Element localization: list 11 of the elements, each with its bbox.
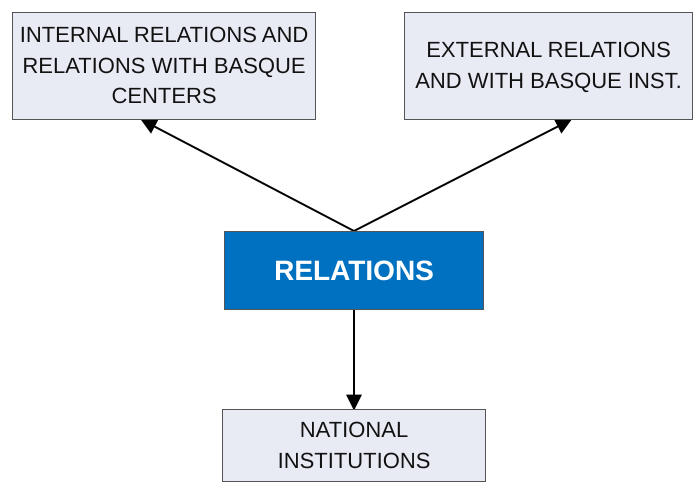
process-box (222, 409, 486, 482)
box-label: INTERNAL RELATIONS AND RELATIONS WITH BASQUE CENTERS (19, 20, 309, 110)
main-box (224, 231, 484, 310)
process-box (404, 12, 693, 120)
box-label: NATIONAL INSTITUTIONS (276, 416, 432, 474)
process-box (12, 12, 316, 120)
arrow (354, 119, 572, 232)
box-label: RELATIONS (274, 254, 434, 288)
box-label: EXTERNAL RELATIONS AND WITH BASQUE INST. (414, 36, 683, 95)
arrow (140, 119, 354, 232)
arrow (346, 310, 362, 411)
